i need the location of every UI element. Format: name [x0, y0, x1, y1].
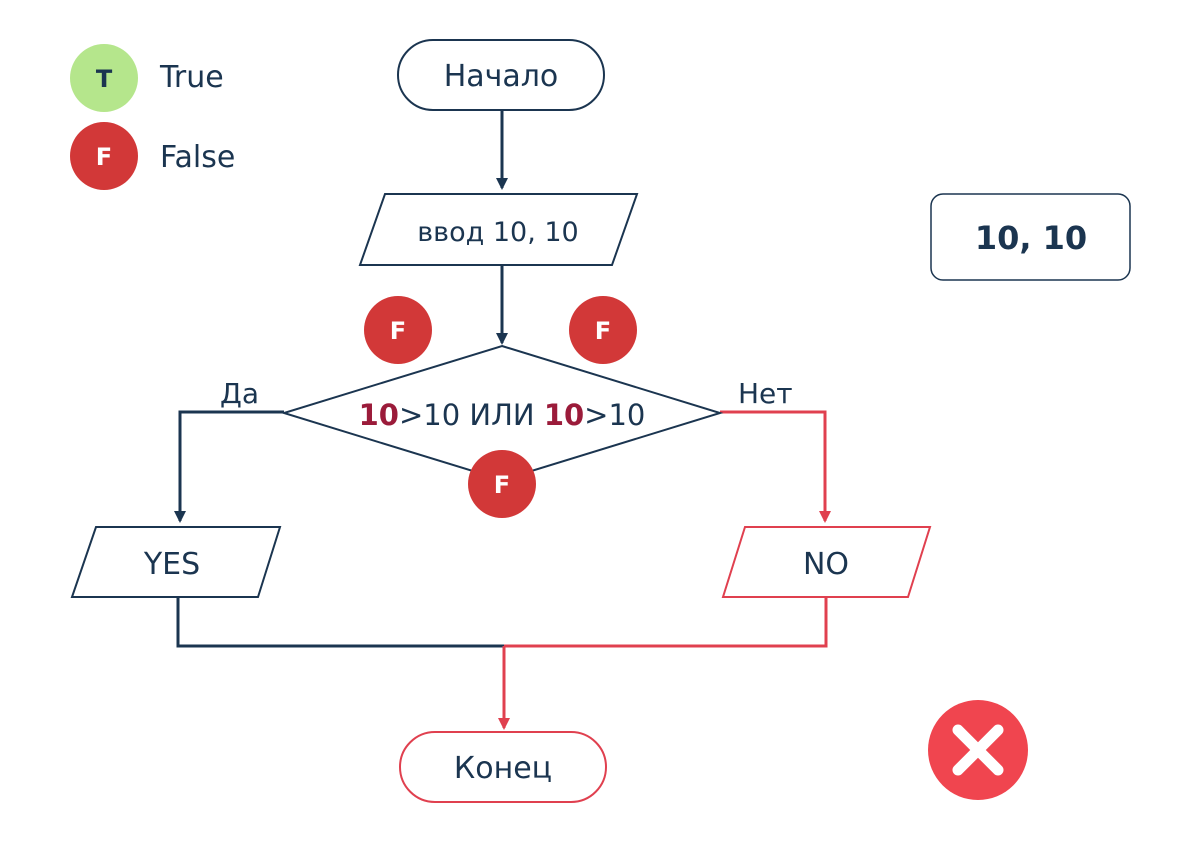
false-badge-letter: F — [96, 143, 112, 171]
input-label: ввод 10, 10 — [417, 217, 578, 248]
legend-false: F False — [70, 122, 235, 190]
true-badge-letter: T — [96, 65, 113, 93]
x-circle-icon — [928, 700, 1028, 800]
condition-comparison-b: >10 — [584, 398, 645, 432]
evaluation-whole-letter: F — [494, 471, 510, 499]
legend-true: T True — [70, 44, 224, 112]
output-yes-node: YES — [70, 526, 282, 598]
legend: T True F False — [70, 44, 235, 190]
condition-operand-b: 10 — [544, 398, 584, 432]
yes-branch-line — [174, 410, 284, 523]
condition-node: 10>10 ИЛИ 10>10 — [280, 344, 724, 482]
result-box-value: 10, 10 — [975, 219, 1087, 257]
branch-no-label: Нет — [738, 377, 793, 410]
yes-to-merge-line — [176, 598, 504, 648]
output-no-node: NO — [721, 526, 932, 598]
result-box: 10, 10 — [930, 193, 1131, 281]
evaluation-right-badge: F — [569, 296, 637, 364]
evaluation-left-letter: F — [390, 317, 406, 345]
false-badge-icon — [70, 122, 138, 190]
evaluation-right-letter: F — [595, 317, 611, 345]
condition-comparison-a: >10 ИЛИ — [399, 398, 544, 432]
no-to-merge-line — [504, 598, 828, 648]
input-node: ввод 10, 10 — [358, 193, 639, 266]
start-node: Начало — [397, 39, 605, 111]
evaluation-left-badge: F — [364, 296, 432, 364]
condition-operand-a: 10 — [359, 398, 399, 432]
evaluation-whole-badge: F — [468, 450, 536, 518]
branch-yes-label: Да — [220, 377, 259, 410]
true-label: True — [159, 60, 224, 95]
output-no-label: NO — [803, 547, 849, 582]
no-branch-line — [720, 410, 831, 523]
end-label: Конец — [454, 751, 552, 786]
condition-expression: 10>10 ИЛИ 10>10 — [359, 398, 646, 432]
end-node: Конец — [399, 731, 607, 803]
connectors-red — [498, 410, 831, 730]
false-label: False — [160, 140, 235, 175]
start-label: Начало — [444, 59, 559, 94]
true-badge-icon — [70, 44, 138, 112]
output-yes-label: YES — [143, 547, 200, 582]
connectors-navy — [174, 110, 508, 648]
